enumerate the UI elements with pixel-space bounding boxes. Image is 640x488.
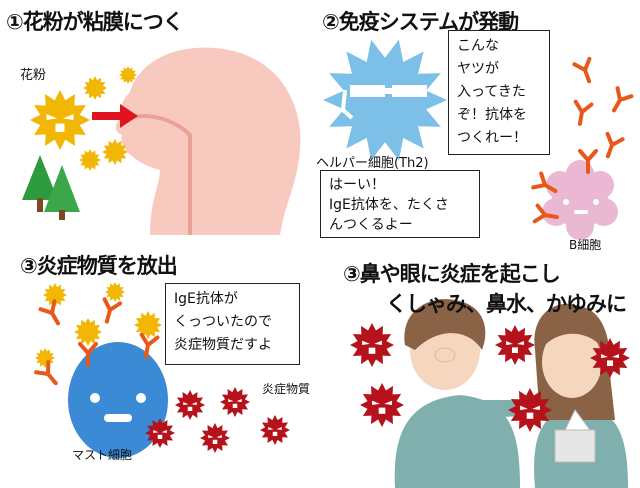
inflammatory-substance (145, 418, 175, 448)
pollen-grain (79, 149, 101, 171)
helper-cell (323, 39, 447, 161)
antibody-icon (612, 86, 634, 113)
inflammatory-substance (260, 415, 290, 445)
man-figure (394, 299, 545, 488)
pollen-grain (119, 66, 137, 84)
head-silhouette (115, 47, 301, 235)
antibody-icon (78, 342, 98, 367)
helper-speech-bubble: こんな ヤツが 入ってきた ぞ！抗体を つくれー！ (448, 30, 550, 155)
antibody-icon (532, 203, 559, 224)
pollen-grain (43, 283, 67, 307)
inflammatory-substance (220, 387, 250, 417)
antibody-icon (572, 56, 592, 84)
pollen-grain-face (46, 114, 74, 132)
antibody-icon (605, 131, 625, 159)
inflammatory-substance (590, 338, 630, 378)
inflammatory-substance (360, 383, 404, 427)
inflammatory-substance (508, 388, 552, 432)
woman-figure (534, 303, 628, 488)
inflammatory-substance-face (153, 430, 167, 439)
trees (22, 155, 80, 220)
inflammatory-substance-face (183, 402, 197, 411)
inflammatory-substance-face (228, 399, 242, 408)
pollen-grain (134, 311, 162, 339)
inflammatory-substance (200, 423, 230, 453)
inflammatory-substance-face (520, 405, 540, 419)
pollen-grain (83, 76, 107, 100)
inflammatory-substance-face (268, 427, 282, 436)
b-cell (542, 160, 618, 240)
inflammatory-substance-face (362, 340, 382, 354)
antibody-icon (573, 99, 594, 126)
pollen-label: 花粉 (20, 68, 47, 83)
panel3-title: ③炎症物質を放出 (20, 254, 178, 278)
red-arrow (92, 104, 138, 128)
bcell-label: B細胞 (569, 238, 602, 252)
inflammatory-substance (350, 323, 394, 367)
inflammatory-substance-face (506, 341, 524, 353)
antibody-icon (102, 297, 123, 324)
helper-cell-label: ヘルパー細胞(Th2) (316, 156, 429, 171)
mast-cell-label: マスト細胞 (72, 448, 133, 462)
pollen-grain (105, 282, 125, 302)
bcell-speech-bubble: はーい！ IgE抗体を、たくさ んつくるよー (320, 170, 480, 238)
pollen-grain (102, 139, 128, 165)
pollen-grain (35, 348, 55, 368)
mast-speech-bubble: IgE抗体が くっついたので 炎症物質だすよ (165, 283, 300, 365)
inflammatory-substance (175, 390, 205, 420)
inflammatory-substance-face (208, 435, 222, 444)
inflammatory-substance (495, 325, 535, 365)
mast-cell (68, 342, 168, 458)
antibody-icon (38, 299, 60, 326)
inflammatory-label: 炎症物質 (262, 382, 311, 396)
pollen-grain (30, 90, 90, 150)
panel4-title-line2: くしゃみ、鼻水、かゆみに (386, 292, 627, 316)
inflammatory-substance-face (601, 354, 619, 366)
inflammatory-substance-face (372, 400, 392, 414)
antibody-icon (578, 149, 598, 174)
antibody-icon (34, 359, 58, 386)
panel4-title-line1: ③鼻や眼に炎症を起こし (343, 262, 561, 286)
helper-cell-face (340, 85, 427, 120)
antibody-icon (139, 332, 160, 359)
panel1-title: ①花粉が粘膜につく (6, 10, 184, 34)
pollen-grain (74, 318, 102, 346)
antibody-icon (531, 171, 558, 193)
